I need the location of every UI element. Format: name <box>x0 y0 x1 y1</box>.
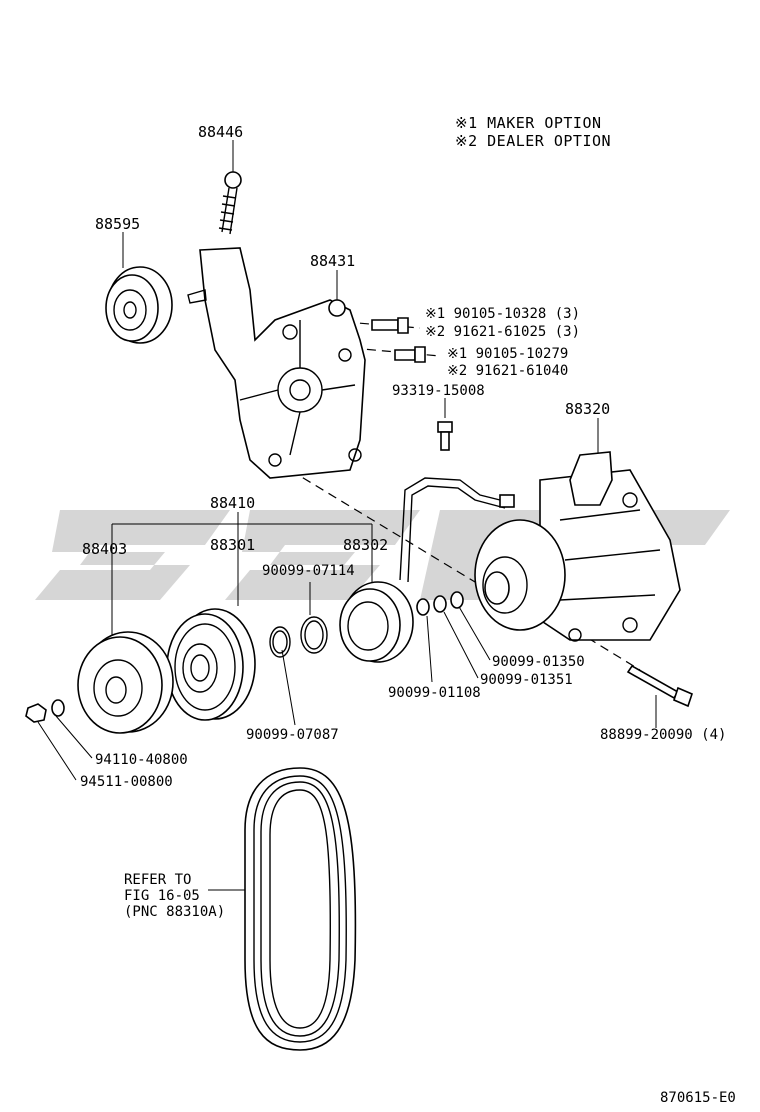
label-90099-07087: 90099-07087 <box>246 727 339 743</box>
nut-washer <box>25 699 65 723</box>
snap-ring-90099-07087 <box>269 626 291 658</box>
label-90099-01350: 90099-01350 <box>492 654 585 670</box>
snap-ring-90099-07114 <box>300 616 328 654</box>
label-88446: 88446 <box>198 123 244 141</box>
figure-code: 870615-E0 <box>660 1090 736 1106</box>
washers <box>416 591 464 616</box>
label-bolt2-maker: ※1 90105-10279 <box>447 346 569 362</box>
pulley-88301 <box>166 608 256 721</box>
drive-belt <box>244 767 357 1051</box>
label-93319-15008: 93319-15008 <box>392 383 485 399</box>
label-88899-20090: 88899-20090 (4) <box>600 727 727 743</box>
label-90099-01351: 90099-01351 <box>480 672 573 688</box>
idler-pulley-88595 <box>105 266 173 344</box>
label-bolt2-dealer: ※2 91621-61040 <box>447 363 569 379</box>
label-88302: 88302 <box>343 536 389 554</box>
label-88595: 88595 <box>95 215 141 233</box>
bolts-upper <box>371 317 426 363</box>
bolt-88899 <box>626 664 693 708</box>
label-88301: 88301 <box>210 536 256 554</box>
refer-line-3: (PNC 88310A) <box>124 904 226 920</box>
label-bolt1-maker: ※1 90105-10328 (3) <box>425 306 581 322</box>
refer-line-2: FIG 16-05 <box>124 888 200 904</box>
label-94511-00800: 94511-00800 <box>80 774 173 790</box>
bolt-93319 <box>437 421 453 451</box>
leader-lines <box>37 140 657 891</box>
label-90099-07114: 90099-07114 <box>262 563 355 579</box>
label-88431: 88431 <box>310 252 356 270</box>
note-dealer-option: ※2 DEALER OPTION <box>455 132 612 150</box>
label-94110-40800: 94110-40800 <box>95 752 188 768</box>
note-maker-option: ※1 MAKER OPTION <box>455 114 602 132</box>
label-88403: 88403 <box>82 540 128 558</box>
pressure-plate-88403 <box>77 631 174 734</box>
bracket-88431 <box>187 247 366 479</box>
refer-line-1: REFER TO <box>124 872 192 888</box>
label-90099-01108: 90099-01108 <box>388 685 481 701</box>
label-bolt1-dealer: ※2 91621-61025 (3) <box>425 324 581 340</box>
label-88320: 88320 <box>565 400 611 418</box>
field-coil-88302 <box>339 581 414 663</box>
label-88410: 88410 <box>210 494 256 512</box>
compressor-88320 <box>399 451 681 642</box>
bolt-88446 <box>218 171 242 235</box>
